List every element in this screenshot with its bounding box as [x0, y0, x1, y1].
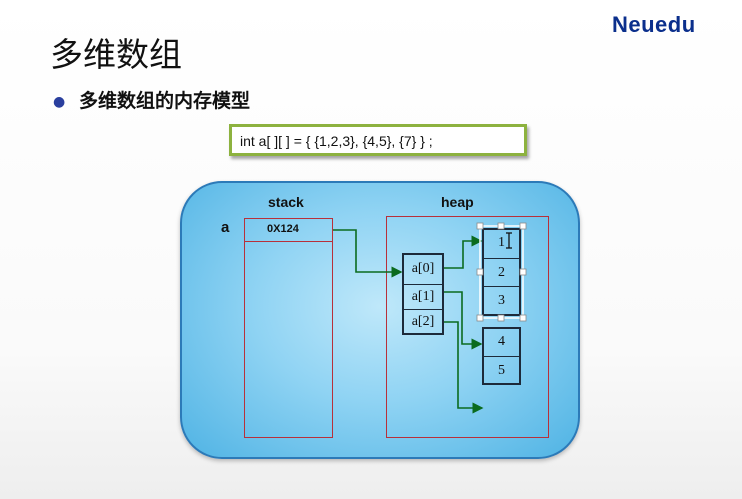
pointer-arrow-a0 [444, 235, 483, 269]
resize-handle-bl[interactable] [476, 314, 484, 322]
resize-handle-ml[interactable] [476, 268, 484, 276]
variable-label: a [221, 219, 230, 236]
selection-frame[interactable] [479, 225, 524, 319]
resize-handle-tr[interactable] [519, 222, 527, 230]
bullet-text: 多维数组的内存模型 [79, 90, 251, 112]
outer-array-cell-0: a[0] [411, 261, 435, 276]
page-title: 多维数组 [50, 35, 182, 74]
code-box: int a[ ][ ] = { {1,2,3}, {4,5}, {7} } ; [229, 124, 527, 156]
outer-array-box [402, 253, 444, 335]
stack-cell-a: 0X124 [244, 218, 333, 242]
bullet-dot-icon: ● [53, 94, 66, 110]
row0-cell-1: 2 [483, 258, 520, 286]
resize-handle-br[interactable] [519, 314, 527, 322]
i-beam-cursor-icon [506, 232, 512, 249]
resize-handle-tm[interactable] [497, 222, 505, 230]
outer-array-cell-1: a[1] [403, 284, 443, 309]
row0-cell-2: 3 [483, 286, 520, 314]
address-value: 0X124 [267, 223, 299, 235]
neuedu-logo: Neuedu [612, 12, 696, 37]
resize-handle-bm[interactable] [497, 314, 505, 322]
row0-cell-0: 1 [498, 235, 505, 250]
pointer-arrow-a1 [444, 291, 483, 350]
memory-diagram-panel [180, 181, 580, 459]
outer-array-cell-2: a[2] [403, 309, 443, 334]
row1-cell-0: 4 [498, 334, 505, 349]
pointer-arrow-a [333, 229, 403, 278]
heap-label: heap [441, 194, 474, 210]
pointer-arrow-a2 [444, 321, 484, 414]
code-text: int a[ ][ ] = { {1,2,3}, {4,5}, {7} } ; [240, 133, 433, 149]
row1-cell-1: 5 [483, 356, 520, 384]
stack-label: stack [268, 194, 304, 210]
heap-region [386, 216, 549, 438]
resize-handle-mr[interactable] [519, 268, 527, 276]
resize-handle-tl[interactable] [476, 222, 484, 230]
